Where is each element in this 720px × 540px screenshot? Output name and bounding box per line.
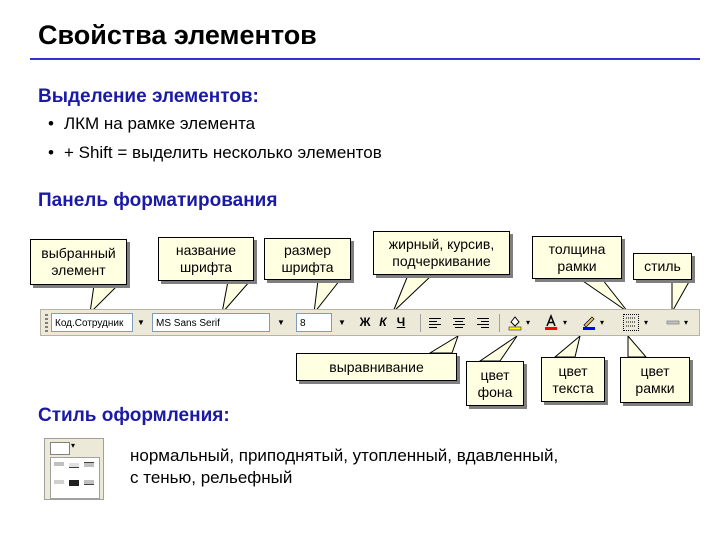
- callout-selected-element: выбранный элемент: [30, 239, 127, 285]
- pointer-font-size: [313, 279, 342, 315]
- font-color-icon: [545, 313, 557, 330]
- special-effect-arrow[interactable]: ▾: [684, 318, 689, 327]
- style-shadowed-option[interactable]: [69, 480, 79, 486]
- styles-line-1: нормальный, приподнятый, утопленный, вда…: [130, 446, 559, 465]
- font-color-button[interactable]: [543, 313, 559, 331]
- toolbar-separator: [420, 314, 421, 332]
- fill-color-button[interactable]: [507, 314, 523, 331]
- special-effect-icon: [666, 320, 680, 325]
- styles-line-2: с тенью, рельефный: [130, 468, 293, 487]
- line-color-icon: [583, 316, 595, 330]
- bold-button[interactable]: Ж: [359, 315, 371, 329]
- size-combo-arrow[interactable]: ▼: [338, 318, 346, 327]
- style-raised-option[interactable]: [69, 462, 79, 468]
- palette-header-arrow[interactable]: ▾: [71, 441, 76, 450]
- formatting-toolbar: Код.Сотрудник ▼ MS Sans Serif ▼ 8 ▼ Ж К …: [40, 309, 700, 336]
- style-etched-option[interactable]: [54, 480, 64, 484]
- callout-font-name: название шрифта: [158, 237, 254, 281]
- special-effect-button[interactable]: [665, 314, 681, 331]
- styles-heading: Стиль оформления:: [38, 405, 230, 426]
- font-combo[interactable]: MS Sans Serif: [152, 313, 270, 332]
- object-combo-arrow[interactable]: ▼: [137, 318, 145, 327]
- pointer-text-color: [553, 334, 581, 358]
- pointer-alignment: [428, 334, 459, 354]
- align-center-button[interactable]: [451, 314, 467, 331]
- slide-title: Свойства элементов: [38, 20, 317, 50]
- border-width-button[interactable]: [623, 314, 639, 331]
- align-left-button[interactable]: [427, 314, 443, 331]
- palette-grid: [50, 457, 100, 499]
- underline-button[interactable]: Ч: [396, 315, 406, 329]
- title-rule: [30, 58, 700, 60]
- align-right-icon: [477, 318, 489, 328]
- special-effect-palette: ▾: [44, 438, 104, 500]
- object-combo[interactable]: Код.Сотрудник: [51, 313, 133, 332]
- callout-border-color: цвет рамки: [620, 357, 690, 403]
- font-color-arrow[interactable]: ▾: [563, 318, 568, 327]
- callout-font-size: размер шрифта: [264, 238, 351, 280]
- callout-text-color: цвет текста: [541, 357, 605, 402]
- pointer-border-width: [578, 278, 629, 313]
- bullet-lkm: ЛКМ на рамке элемента: [48, 114, 255, 134]
- align-right-button[interactable]: [475, 314, 491, 331]
- pointer-back-color: [478, 335, 518, 362]
- style-flat-option[interactable]: [54, 462, 64, 466]
- bullet-shift: + Shift = выделить несколько элементов: [48, 143, 382, 163]
- fill-bucket-icon: [508, 316, 522, 331]
- align-center-icon: [453, 318, 465, 328]
- border-width-icon: [626, 317, 636, 327]
- line-color-button[interactable]: [581, 314, 597, 331]
- palette-header[interactable]: [50, 442, 70, 455]
- pointer-border-color: [627, 334, 648, 358]
- callout-back-color: цвет фона: [466, 361, 524, 406]
- line-color-arrow[interactable]: ▾: [600, 318, 605, 327]
- toolbar-grip[interactable]: [45, 314, 48, 332]
- style-chiseled-option[interactable]: [84, 480, 94, 485]
- align-left-icon: [429, 318, 441, 328]
- pointer-font-name: [221, 280, 252, 315]
- fill-color-arrow[interactable]: ▾: [526, 318, 531, 327]
- pointer-selected-element: [89, 284, 120, 315]
- style-sunken-option[interactable]: [84, 462, 94, 468]
- callout-border-width: толщина рамки: [532, 236, 622, 279]
- callout-bold-italic-underline: жирный, курсив, подчеркивание: [373, 231, 510, 275]
- font-combo-arrow[interactable]: ▼: [277, 318, 285, 327]
- callout-alignment: выравнивание: [296, 353, 457, 381]
- toolbar-separator: [499, 314, 500, 332]
- selection-heading: Выделение элементов:: [38, 86, 259, 107]
- styles-description: нормальный, приподнятый, утопленный, вда…: [130, 445, 690, 489]
- border-width-arrow[interactable]: ▾: [644, 318, 649, 327]
- pointer-bold-italic: [392, 274, 434, 313]
- size-combo[interactable]: 8: [296, 313, 332, 332]
- callout-style: стиль: [633, 253, 692, 280]
- italic-button[interactable]: К: [379, 315, 387, 329]
- pointer-style: [671, 279, 691, 314]
- formatting-heading: Панель форматирования: [38, 190, 278, 211]
